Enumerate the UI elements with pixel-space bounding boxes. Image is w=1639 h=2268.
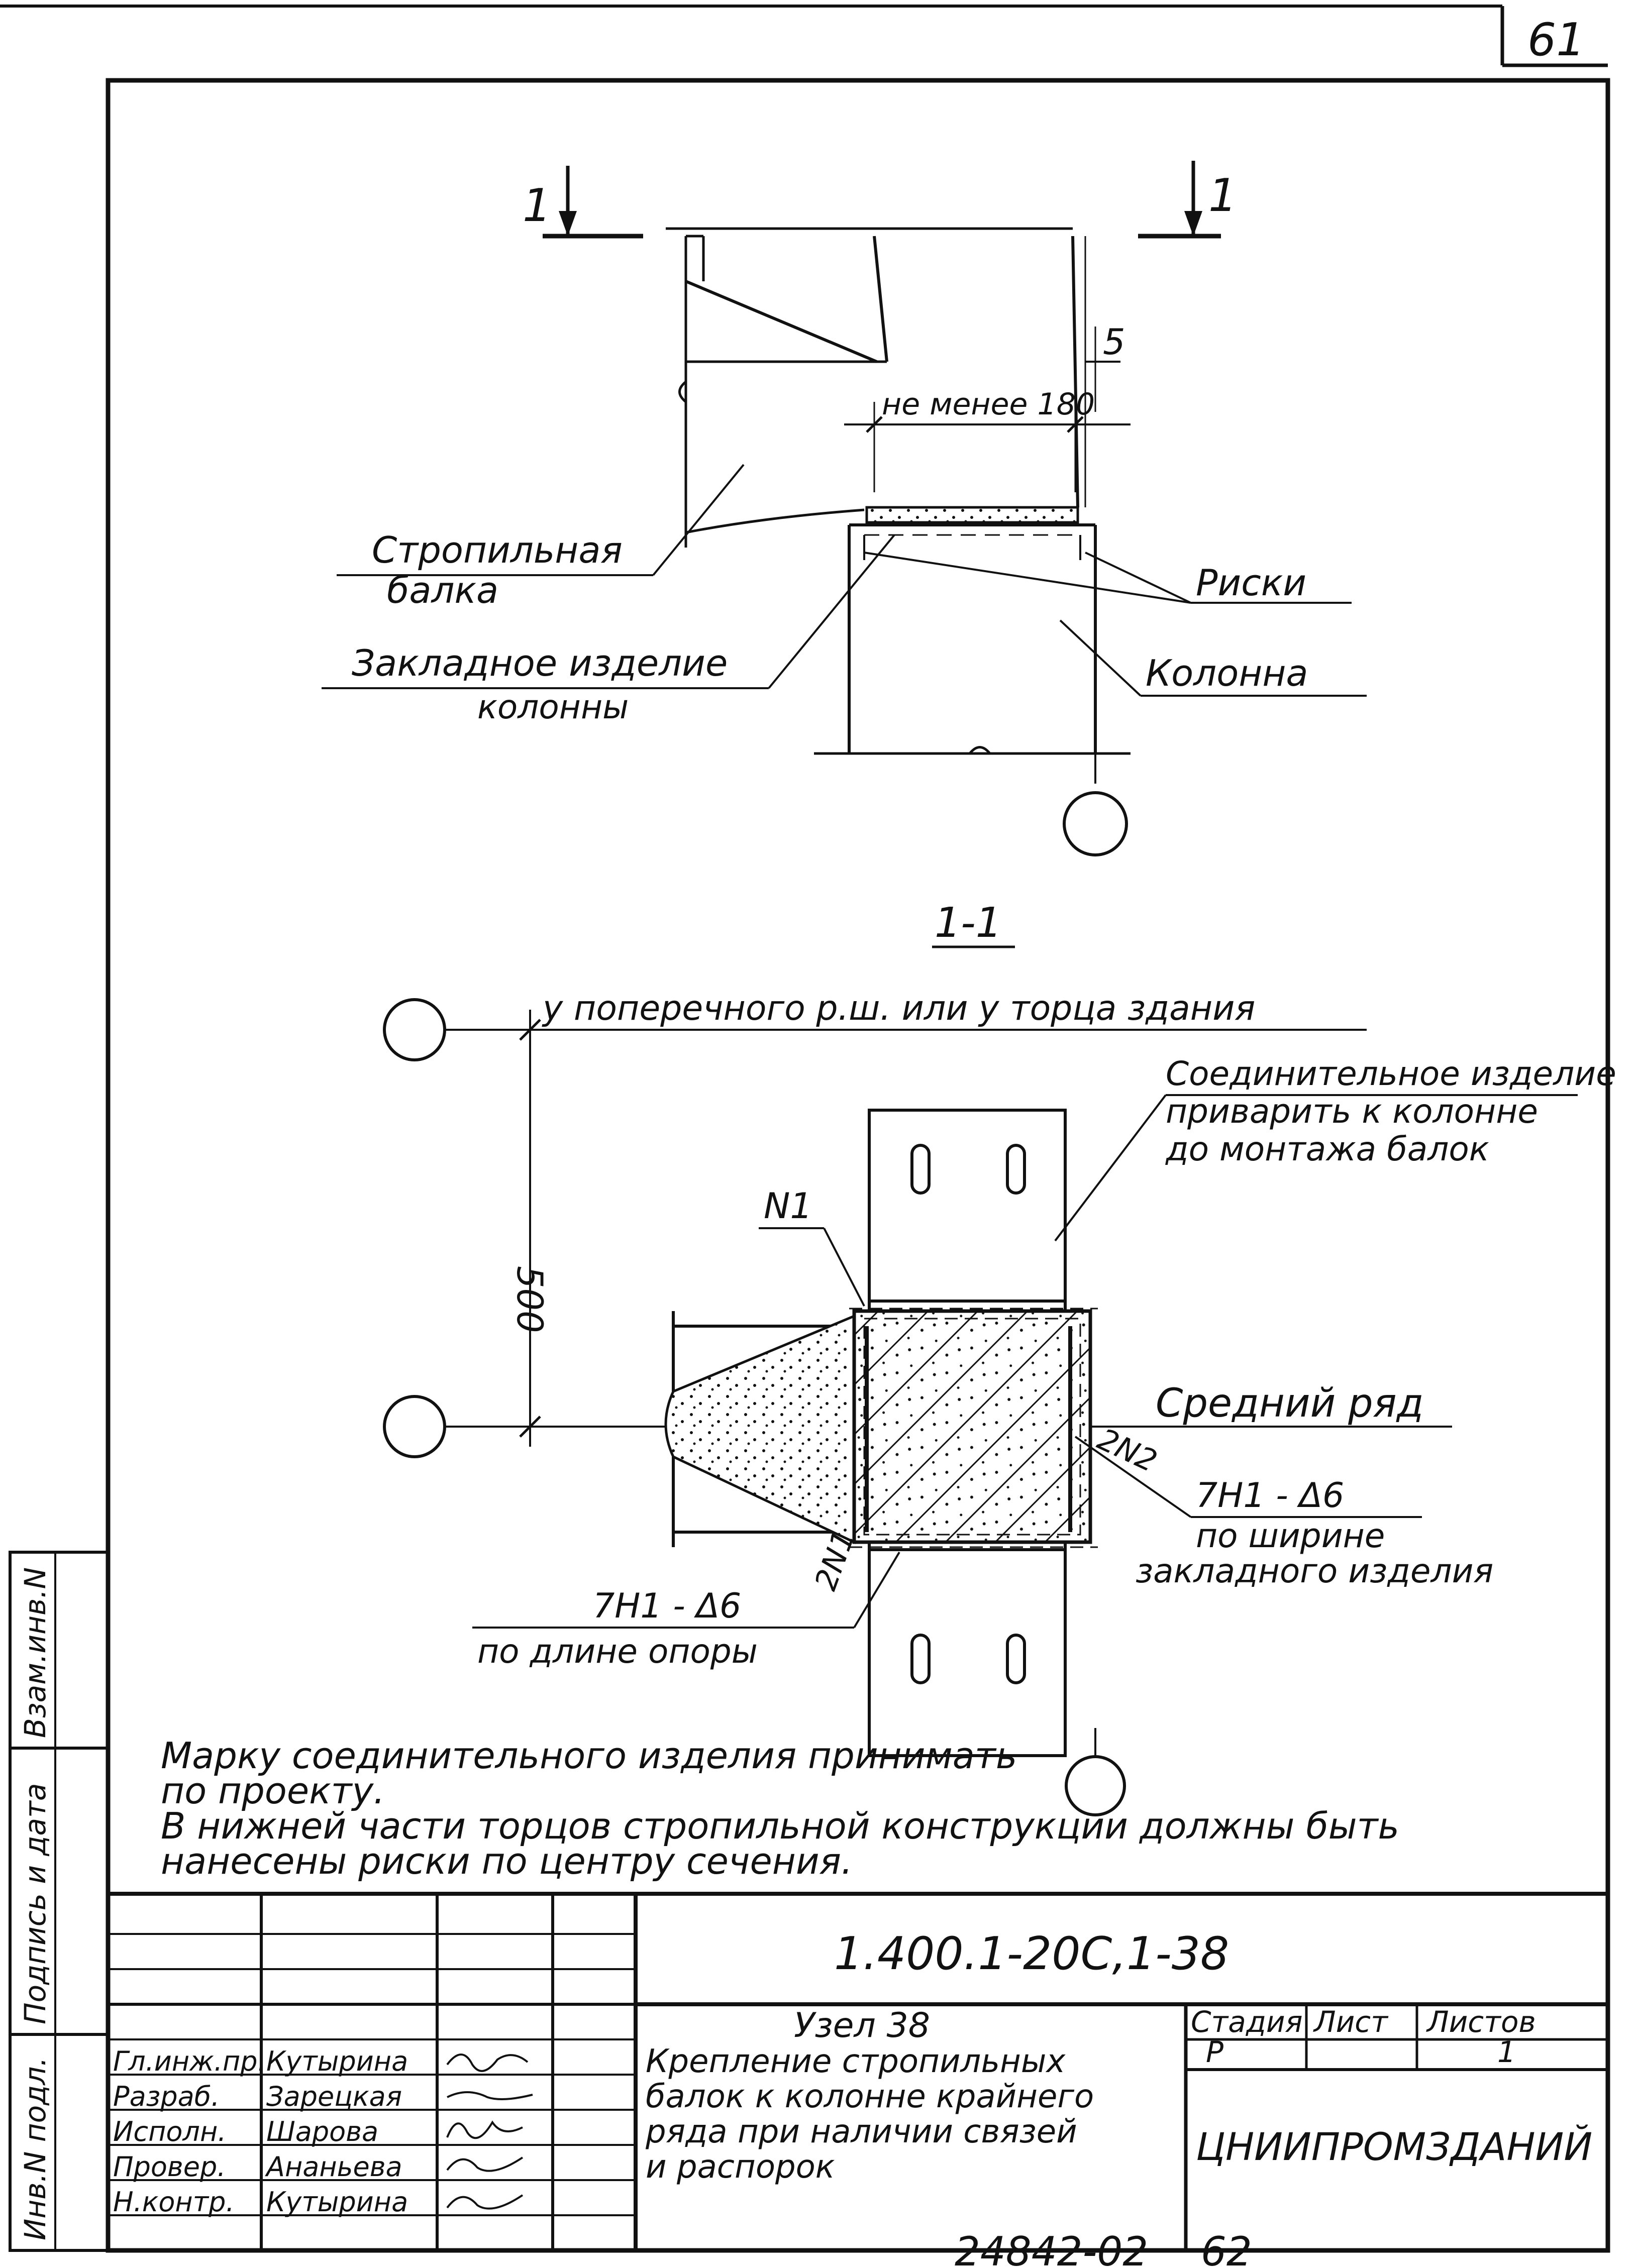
- top-axis-note: у поперечного р.ш. или у торца здания: [542, 989, 1255, 1028]
- dim-500: [519, 1010, 541, 1447]
- dim-gap-5: [1085, 327, 1120, 412]
- section-mark-left-label: 1: [523, 179, 551, 232]
- dim-support-label: не менее 180: [882, 387, 1095, 422]
- label-beam-line1: Стропильная: [372, 529, 623, 571]
- frame: [0, 5, 1610, 2253]
- description-line1: Крепление стропильных: [646, 2043, 1066, 2080]
- note-line2: по проекту.: [161, 1770, 385, 1812]
- signatures: [446, 2054, 533, 2210]
- weld-right-line3: закладного изделия: [1136, 1552, 1493, 1590]
- description-line2: балок к колонне крайнего: [646, 2078, 1094, 2115]
- weld-right-line1: 7H1 - Δ6: [1196, 1476, 1344, 1516]
- role-2: Разраб.: [113, 2081, 220, 2112]
- sheets-value: 1: [1497, 2035, 1516, 2069]
- connector-note-line3: до монтажа балок: [1165, 1130, 1489, 1168]
- leaders-elevation: [322, 464, 1367, 697]
- weld-left-line1: 7H1 - Δ6: [593, 1586, 741, 1626]
- node-title: Узел 38: [794, 2006, 930, 2045]
- side-stamp: [9, 1551, 110, 2252]
- role-1: Гл.инж.пр.: [113, 2045, 266, 2077]
- description-line3: ряда при наличии связей: [645, 2113, 1077, 2150]
- name-5: Кутырина: [266, 2186, 408, 2218]
- notes: Марку соединительного изделия принимать …: [161, 1735, 1399, 1882]
- name-1: Кутырина: [266, 2045, 408, 2077]
- label-embed-line2: колонны: [477, 688, 629, 726]
- axis-bubble-top: [383, 998, 446, 1061]
- section-mark-left: [543, 166, 643, 239]
- role-4: Провер.: [113, 2151, 226, 2183]
- name-3: Шарова: [266, 2116, 378, 2147]
- column: [814, 523, 1131, 784]
- bottom-page: 62: [1201, 2228, 1252, 2268]
- section-title: 1-1: [935, 899, 1002, 947]
- side-stamp-cell3: Инв.N подл.: [18, 2057, 52, 2240]
- elevation-view: 1 1 5: [322, 161, 1367, 856]
- dim-500-label: 500: [509, 1266, 550, 1333]
- label-column: Колонна: [1146, 652, 1308, 694]
- column-axis-bubble: [1063, 791, 1128, 856]
- bottom-number: 24842-02: [955, 2228, 1148, 2268]
- label-marks: Риски: [1196, 562, 1306, 604]
- title-block: [108, 1892, 1608, 2250]
- description-line4: и распорок: [646, 2148, 835, 2186]
- doc-code: 1.400.1-20С,1-38: [834, 1927, 1229, 1980]
- name-4: Ананьева: [265, 2151, 402, 2183]
- rafter-beam: [666, 227, 1086, 548]
- col-sheet: Лист: [1313, 2005, 1389, 2039]
- weld-right-line2: по ширине: [1196, 1517, 1385, 1555]
- slot-holes: [910, 1144, 1026, 1684]
- dim-gap-label: 5: [1103, 321, 1125, 363]
- page-number: 61: [1527, 14, 1585, 66]
- section-1-1: 1-1 у поперечного р.ш. или у торца здани…: [383, 899, 1616, 1816]
- section-mark-right-label: 1: [1208, 169, 1237, 222]
- axis-bubble-middle: [383, 1395, 446, 1458]
- mark-2n1: 2N1: [808, 1526, 862, 1595]
- organization: ЦНИИПРОМЗДАНИЙ: [1196, 2124, 1592, 2169]
- dim-support: [844, 402, 1131, 492]
- roles-list: Гл.инж.пр. Кутырина Разраб. Зарецкая Исп…: [113, 2045, 408, 2218]
- note-line3: В нижней части торцов стропильной констр…: [161, 1805, 1399, 1847]
- embedded-part: [852, 1309, 1092, 1544]
- n1-label: N1: [764, 1185, 812, 1227]
- note-line1: Марку соединительного изделия принимать: [161, 1735, 1017, 1777]
- label-embed-line1: Закладное изделие: [352, 642, 728, 684]
- stage-value: Р: [1206, 2035, 1223, 2069]
- note-line4: нанесены риски по центру сечения.: [161, 1840, 853, 1882]
- middle-row-label: Средний ряд: [1156, 1381, 1423, 1426]
- section-mark-right: [1138, 161, 1221, 239]
- role-3: Исполн.: [113, 2116, 226, 2147]
- connector-note-line1: Соединительное изделие: [1166, 1054, 1616, 1093]
- side-stamp-cell2: Подпись и дата: [18, 1783, 52, 2024]
- col-stage: Стадия: [1191, 2005, 1303, 2039]
- mark-2n2: 2N2: [1092, 1422, 1162, 1479]
- support-plate: [865, 506, 1079, 524]
- side-stamp-cell1: Взам.инв.N: [18, 1567, 52, 1738]
- connector-note-line2: приварить к колонне: [1166, 1092, 1538, 1131]
- col-sheets: Листов: [1426, 2005, 1536, 2039]
- weld-left-line2: по длине опоры: [477, 1632, 758, 1671]
- name-2: Зарецкая: [266, 2081, 402, 2112]
- label-beam-line2: балка: [387, 569, 498, 611]
- leaders-section: [472, 1094, 1578, 1629]
- role-5: Н.контр.: [113, 2186, 235, 2218]
- beam-plan: [664, 1311, 869, 1547]
